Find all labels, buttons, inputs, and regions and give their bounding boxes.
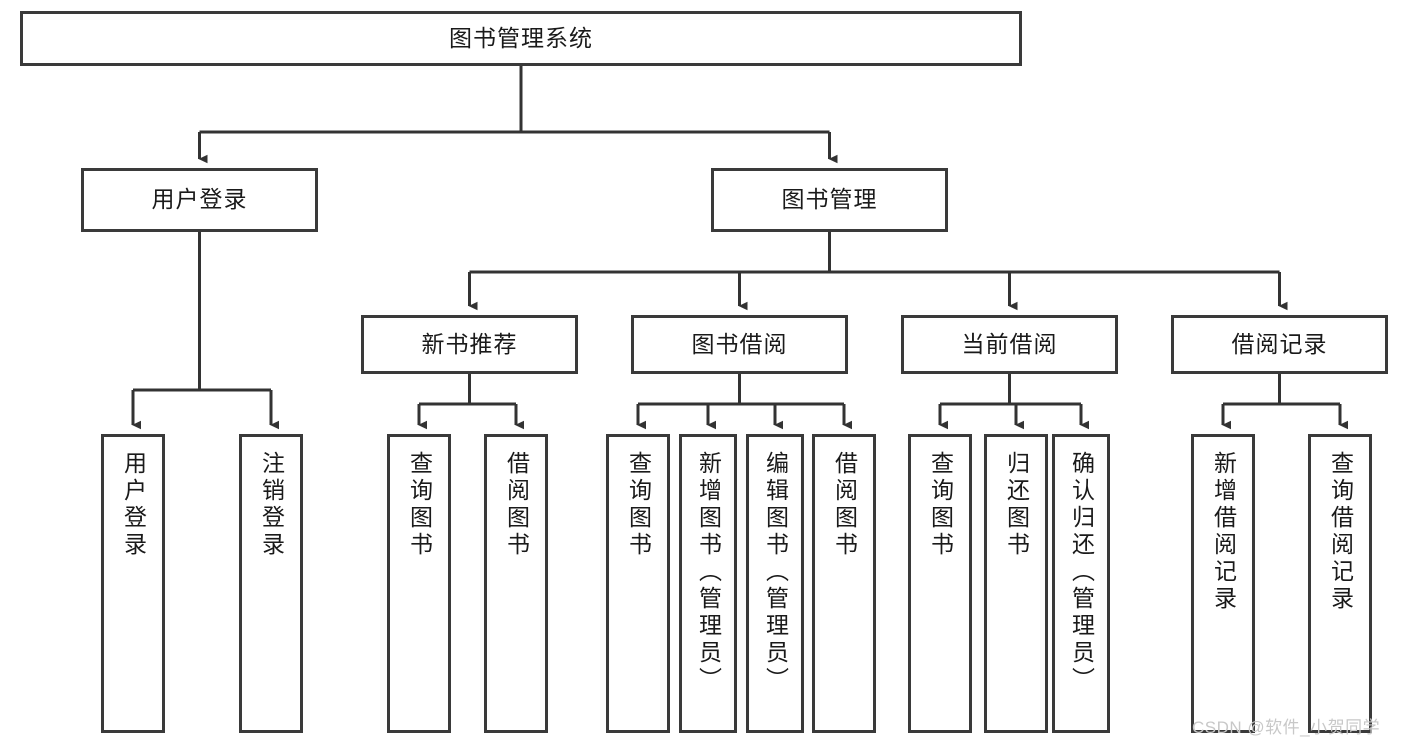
node-leaf-query-book-2[interactable]: 查询图书 <box>606 434 670 733</box>
node-user-login[interactable]: 用户登录 <box>81 168 318 232</box>
node-book-borrow[interactable]: 图书借阅 <box>631 315 848 374</box>
node-leaf-logout[interactable]: 注销登录 <box>239 434 303 733</box>
node-label: 查询借阅记录 <box>1327 451 1354 613</box>
node-label: 查询图书 <box>625 451 652 559</box>
node-label: 用户登录 <box>120 451 147 559</box>
node-current-borrow[interactable]: 当前借阅 <box>901 315 1118 374</box>
node-leaf-query-book-1[interactable]: 查询图书 <box>387 434 451 733</box>
node-label: 图书管理系统 <box>449 24 593 51</box>
node-label: 查询图书 <box>406 451 433 559</box>
node-leaf-edit-book[interactable]: 编辑图书（管理员） <box>746 434 804 733</box>
node-label: 当前借阅 <box>961 330 1058 357</box>
node-root-book-management-system[interactable]: 图书管理系统 <box>20 11 1022 66</box>
node-label: 图书借阅 <box>691 330 788 357</box>
node-label: 新增图书（管理员） <box>695 451 722 694</box>
node-leaf-query-record[interactable]: 查询借阅记录 <box>1308 434 1372 733</box>
node-label: 图书管理 <box>781 186 878 213</box>
node-leaf-query-book-3[interactable]: 查询图书 <box>908 434 972 733</box>
node-label: 注销登录 <box>258 451 285 559</box>
node-label: 借阅图书 <box>831 451 858 559</box>
node-leaf-return-book[interactable]: 归还图书 <box>984 434 1048 733</box>
node-leaf-borrow-book-1[interactable]: 借阅图书 <box>484 434 548 733</box>
node-leaf-add-record[interactable]: 新增借阅记录 <box>1191 434 1255 733</box>
node-label: 用户登录 <box>151 186 248 213</box>
node-new-book-rec[interactable]: 新书推荐 <box>361 315 578 374</box>
node-book-manage[interactable]: 图书管理 <box>711 168 948 232</box>
node-leaf-borrow-book-2[interactable]: 借阅图书 <box>812 434 876 733</box>
node-label: 借阅记录 <box>1231 330 1328 357</box>
node-label: 新书推荐 <box>421 330 518 357</box>
node-label: 编辑图书（管理员） <box>762 451 789 694</box>
node-leaf-confirm-return[interactable]: 确认归还（管理员） <box>1052 434 1110 733</box>
node-label: 归还图书 <box>1003 451 1030 559</box>
node-label: 查询图书 <box>927 451 954 559</box>
node-label: 新增借阅记录 <box>1210 451 1237 613</box>
node-borrow-record[interactable]: 借阅记录 <box>1171 315 1388 374</box>
node-label: 借阅图书 <box>503 451 530 559</box>
node-leaf-user-login[interactable]: 用户登录 <box>101 434 165 733</box>
node-leaf-add-book[interactable]: 新增图书（管理员） <box>679 434 737 733</box>
node-label: 确认归还（管理员） <box>1068 451 1095 694</box>
